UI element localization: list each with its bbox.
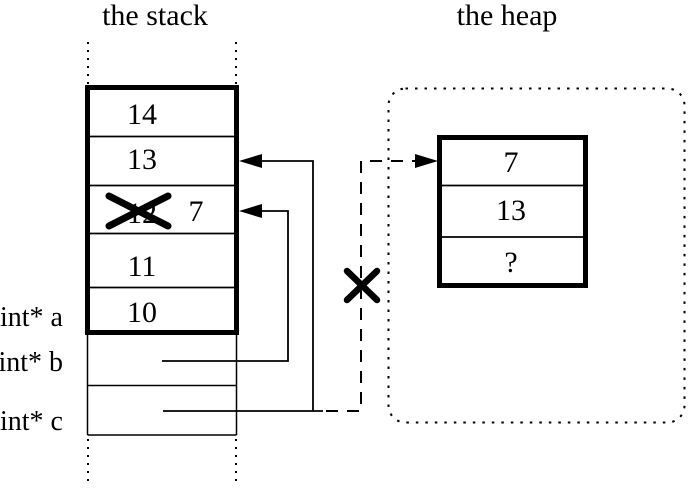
- x-cross-stroke: [343, 267, 381, 304]
- stack-overwritten-cell: 12 7: [105, 192, 204, 230]
- x-cross-icon: [343, 267, 381, 304]
- pointer-c-line: [163, 160, 323, 412]
- heap-region-dotted-outline: [387, 87, 686, 424]
- stack-cell-new-value-7: 7: [189, 195, 204, 228]
- stack-section: the stack 14 13 12 7: [0, 0, 239, 487]
- arrowhead-icon: [415, 154, 438, 168]
- pointer-label-c: int* c: [0, 406, 63, 437]
- heap-section: the heap 7 13 ?: [387, 0, 686, 424]
- pointer-label-a: int* a: [0, 302, 64, 333]
- dangling-heap-link: [326, 154, 438, 412]
- heap-cell-value-unknown: ?: [504, 246, 517, 279]
- heap-block-box: [437, 135, 588, 288]
- stack-cell-value-11: 11: [128, 250, 157, 283]
- pointer-label-b: int* b: [0, 347, 63, 378]
- stack-frame-box: [85, 85, 239, 335]
- heap-cell-value-7: 7: [504, 146, 519, 179]
- stack-pointer-cells: [86, 335, 238, 436]
- x-cross-icon: [105, 192, 172, 230]
- heap-title: the heap: [457, 0, 558, 32]
- arrowhead-icon: [239, 154, 262, 168]
- heap-cell-value-13: 13: [496, 194, 526, 227]
- pointer-b-line: [162, 210, 289, 362]
- stack-cell-value-13: 13: [127, 143, 157, 176]
- dangling-link-dashed-line: [326, 160, 415, 412]
- stack-title: the stack: [102, 0, 208, 32]
- stack-cell-value-14: 14: [127, 98, 157, 131]
- arrowhead-icon: [239, 204, 262, 218]
- stack-cell-value-10: 10: [127, 296, 157, 329]
- x-cross-stroke: [105, 192, 172, 230]
- pointer-arrows: [162, 154, 438, 412]
